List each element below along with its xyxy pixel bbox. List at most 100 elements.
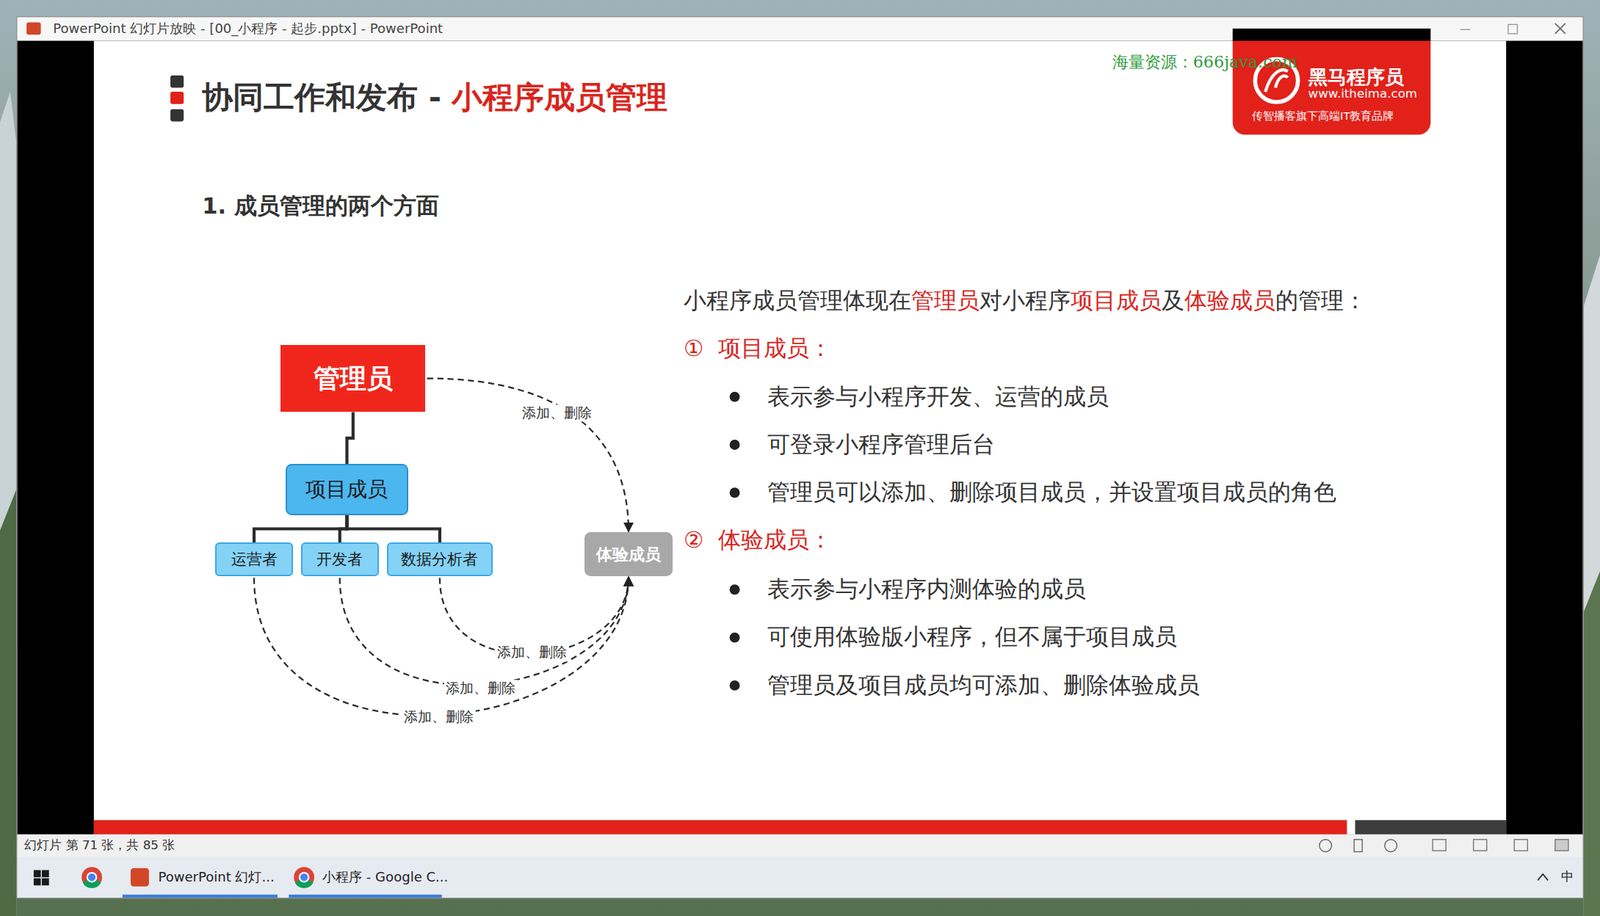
text-row: 表示参与小程序开发、运营的成员 bbox=[767, 384, 1109, 412]
text-row: 协同工作和发布 - 小程序成员管理 bbox=[201, 79, 668, 117]
tree-connector bbox=[346, 411, 353, 465]
text-row: PowerPoint 幻灯... bbox=[157, 869, 274, 886]
slide-text: 小程序成员管理 bbox=[451, 79, 668, 116]
text-row: 传智播客旗下高端IT教育品牌 bbox=[1251, 109, 1394, 123]
text-row: 可登录小程序管理后台 bbox=[767, 431, 995, 459]
slide-text: 体验成员： bbox=[718, 527, 832, 553]
view-icon bbox=[1555, 840, 1569, 852]
logo-crop bbox=[1232, 28, 1432, 42]
active-underline bbox=[122, 895, 278, 899]
bullet bbox=[729, 680, 741, 691]
bullet bbox=[729, 439, 741, 451]
text-row: 1. 成员管理的两个方面 bbox=[201, 193, 440, 221]
text-row: 小程序成员管理体现在管理员对小程序项目成员及体验成员的管理： bbox=[683, 287, 1367, 316]
close-button bbox=[1555, 23, 1566, 34]
dashed-connector bbox=[339, 577, 629, 686]
window bbox=[16, 16, 1584, 899]
trees bbox=[0, 489, 17, 916]
slide-text: 中 bbox=[1561, 870, 1574, 885]
slide-text: 黑马程序员 bbox=[1308, 65, 1404, 89]
text-row: ② 体验成员： bbox=[683, 527, 832, 555]
node-text: 开发者 bbox=[316, 550, 363, 570]
slide-text: 管理员 bbox=[911, 287, 980, 314]
slide-text: 可使用体验版小程序，但不属于项目成员 bbox=[767, 624, 1178, 650]
text-row: 表示参与小程序内测体验的成员 bbox=[767, 576, 1087, 604]
bullet bbox=[729, 487, 741, 498]
text-row: 可使用体验版小程序，但不属于项目成员 bbox=[767, 624, 1178, 652]
view-icon bbox=[1473, 840, 1487, 852]
slide-text: 及 bbox=[1161, 287, 1185, 314]
logo-plate bbox=[1232, 28, 1432, 136]
slide-text: PowerPoint 幻灯片放映 - [00_小程序 - 起步.pptx] - … bbox=[52, 20, 443, 36]
start-icon bbox=[41, 870, 50, 878]
chrome-icon bbox=[293, 867, 315, 888]
role-box: 数据分析者 bbox=[386, 542, 494, 577]
dashed-connector bbox=[439, 577, 629, 655]
slide-text: 小程序成员管理体现在 bbox=[683, 287, 912, 314]
admin-box: 管理员 bbox=[280, 345, 426, 413]
start-icon bbox=[33, 878, 42, 887]
edge-label: 添加、删除 bbox=[401, 708, 476, 726]
text-row: 黑马程序员 bbox=[1308, 65, 1404, 89]
app-icon bbox=[26, 22, 41, 36]
role-box: 开发者 bbox=[301, 542, 379, 577]
tree-connector bbox=[254, 515, 347, 544]
start-icon bbox=[33, 870, 42, 878]
dashed-connector bbox=[254, 577, 629, 716]
slide-text: 的管理： bbox=[1275, 287, 1367, 314]
text-row: 海量资源：666java.com bbox=[1112, 52, 1298, 72]
bullet bbox=[729, 392, 741, 403]
trees bbox=[1583, 571, 1600, 916]
text-row: www.itheima.com bbox=[1308, 86, 1418, 102]
powerpoint-icon bbox=[130, 868, 150, 888]
slide-text: 传智播客旗下高端IT教育品牌 bbox=[1251, 109, 1394, 122]
slide-text: 表示参与小程序开发、运营的成员 bbox=[767, 384, 1109, 410]
tray-caret bbox=[1537, 874, 1548, 881]
text-row: 中 bbox=[1561, 870, 1574, 885]
slide-text: 海量资源：666java.com bbox=[1112, 52, 1298, 72]
bullet bbox=[729, 632, 741, 644]
chrome-icon bbox=[87, 873, 97, 883]
status-bar bbox=[17, 834, 1584, 858]
text-row: 管理员及项目成员均可添加、删除体验成员 bbox=[767, 672, 1200, 700]
tree-connector bbox=[346, 515, 440, 544]
chrome-icon bbox=[81, 867, 103, 888]
mountain bbox=[0, 91, 17, 916]
role-box: 运营者 bbox=[215, 542, 293, 577]
slide-text: ② bbox=[683, 527, 704, 553]
slideshow-area bbox=[17, 41, 1584, 835]
edge-label: 添加、删除 bbox=[443, 679, 518, 697]
slide-text: 协同工作和发布 - bbox=[201, 79, 452, 116]
active-underline bbox=[288, 895, 442, 899]
tester-box: 体验成员 bbox=[584, 532, 673, 577]
dashed-connector bbox=[426, 378, 629, 533]
slide-text: 可登录小程序管理后台 bbox=[767, 431, 995, 458]
taskbar bbox=[17, 856, 1584, 899]
slide-text: 对小程序 bbox=[979, 287, 1071, 314]
slide-text: 小程序 - Google C... bbox=[322, 869, 448, 885]
slide-text: PowerPoint 幻灯... bbox=[157, 869, 274, 885]
text-row: 管理员可以添加、删除项目成员，并设置项目成员的角色 bbox=[767, 479, 1337, 507]
node-text: 体验成员 bbox=[596, 544, 661, 565]
member-box: 项目成员 bbox=[285, 464, 409, 515]
slide bbox=[93, 41, 1507, 835]
edge-label: 添加、删除 bbox=[519, 404, 595, 422]
mountain bbox=[1583, 254, 1600, 916]
slide-text: 表示参与小程序内测体验的成员 bbox=[767, 576, 1087, 603]
slide-text: 管理员可以添加、删除项目成员，并设置项目成员的角色 bbox=[767, 479, 1337, 506]
slide-text: 项目成员 bbox=[1070, 287, 1162, 314]
view-icon bbox=[1514, 840, 1528, 852]
text-row: ①项目成员： bbox=[683, 335, 832, 363]
title-marker bbox=[170, 75, 184, 89]
node-text: 数据分析者 bbox=[400, 550, 479, 570]
node-text: 项目成员 bbox=[305, 477, 388, 502]
text-row: 幻灯片 第 71 张，共 85 张 bbox=[24, 838, 175, 854]
slide-text: ① bbox=[683, 335, 704, 362]
prev-icon bbox=[1319, 840, 1332, 853]
footer-bar bbox=[93, 820, 1348, 835]
slide-text: 管理员及项目成员均可添加、删除体验成员 bbox=[767, 672, 1200, 699]
